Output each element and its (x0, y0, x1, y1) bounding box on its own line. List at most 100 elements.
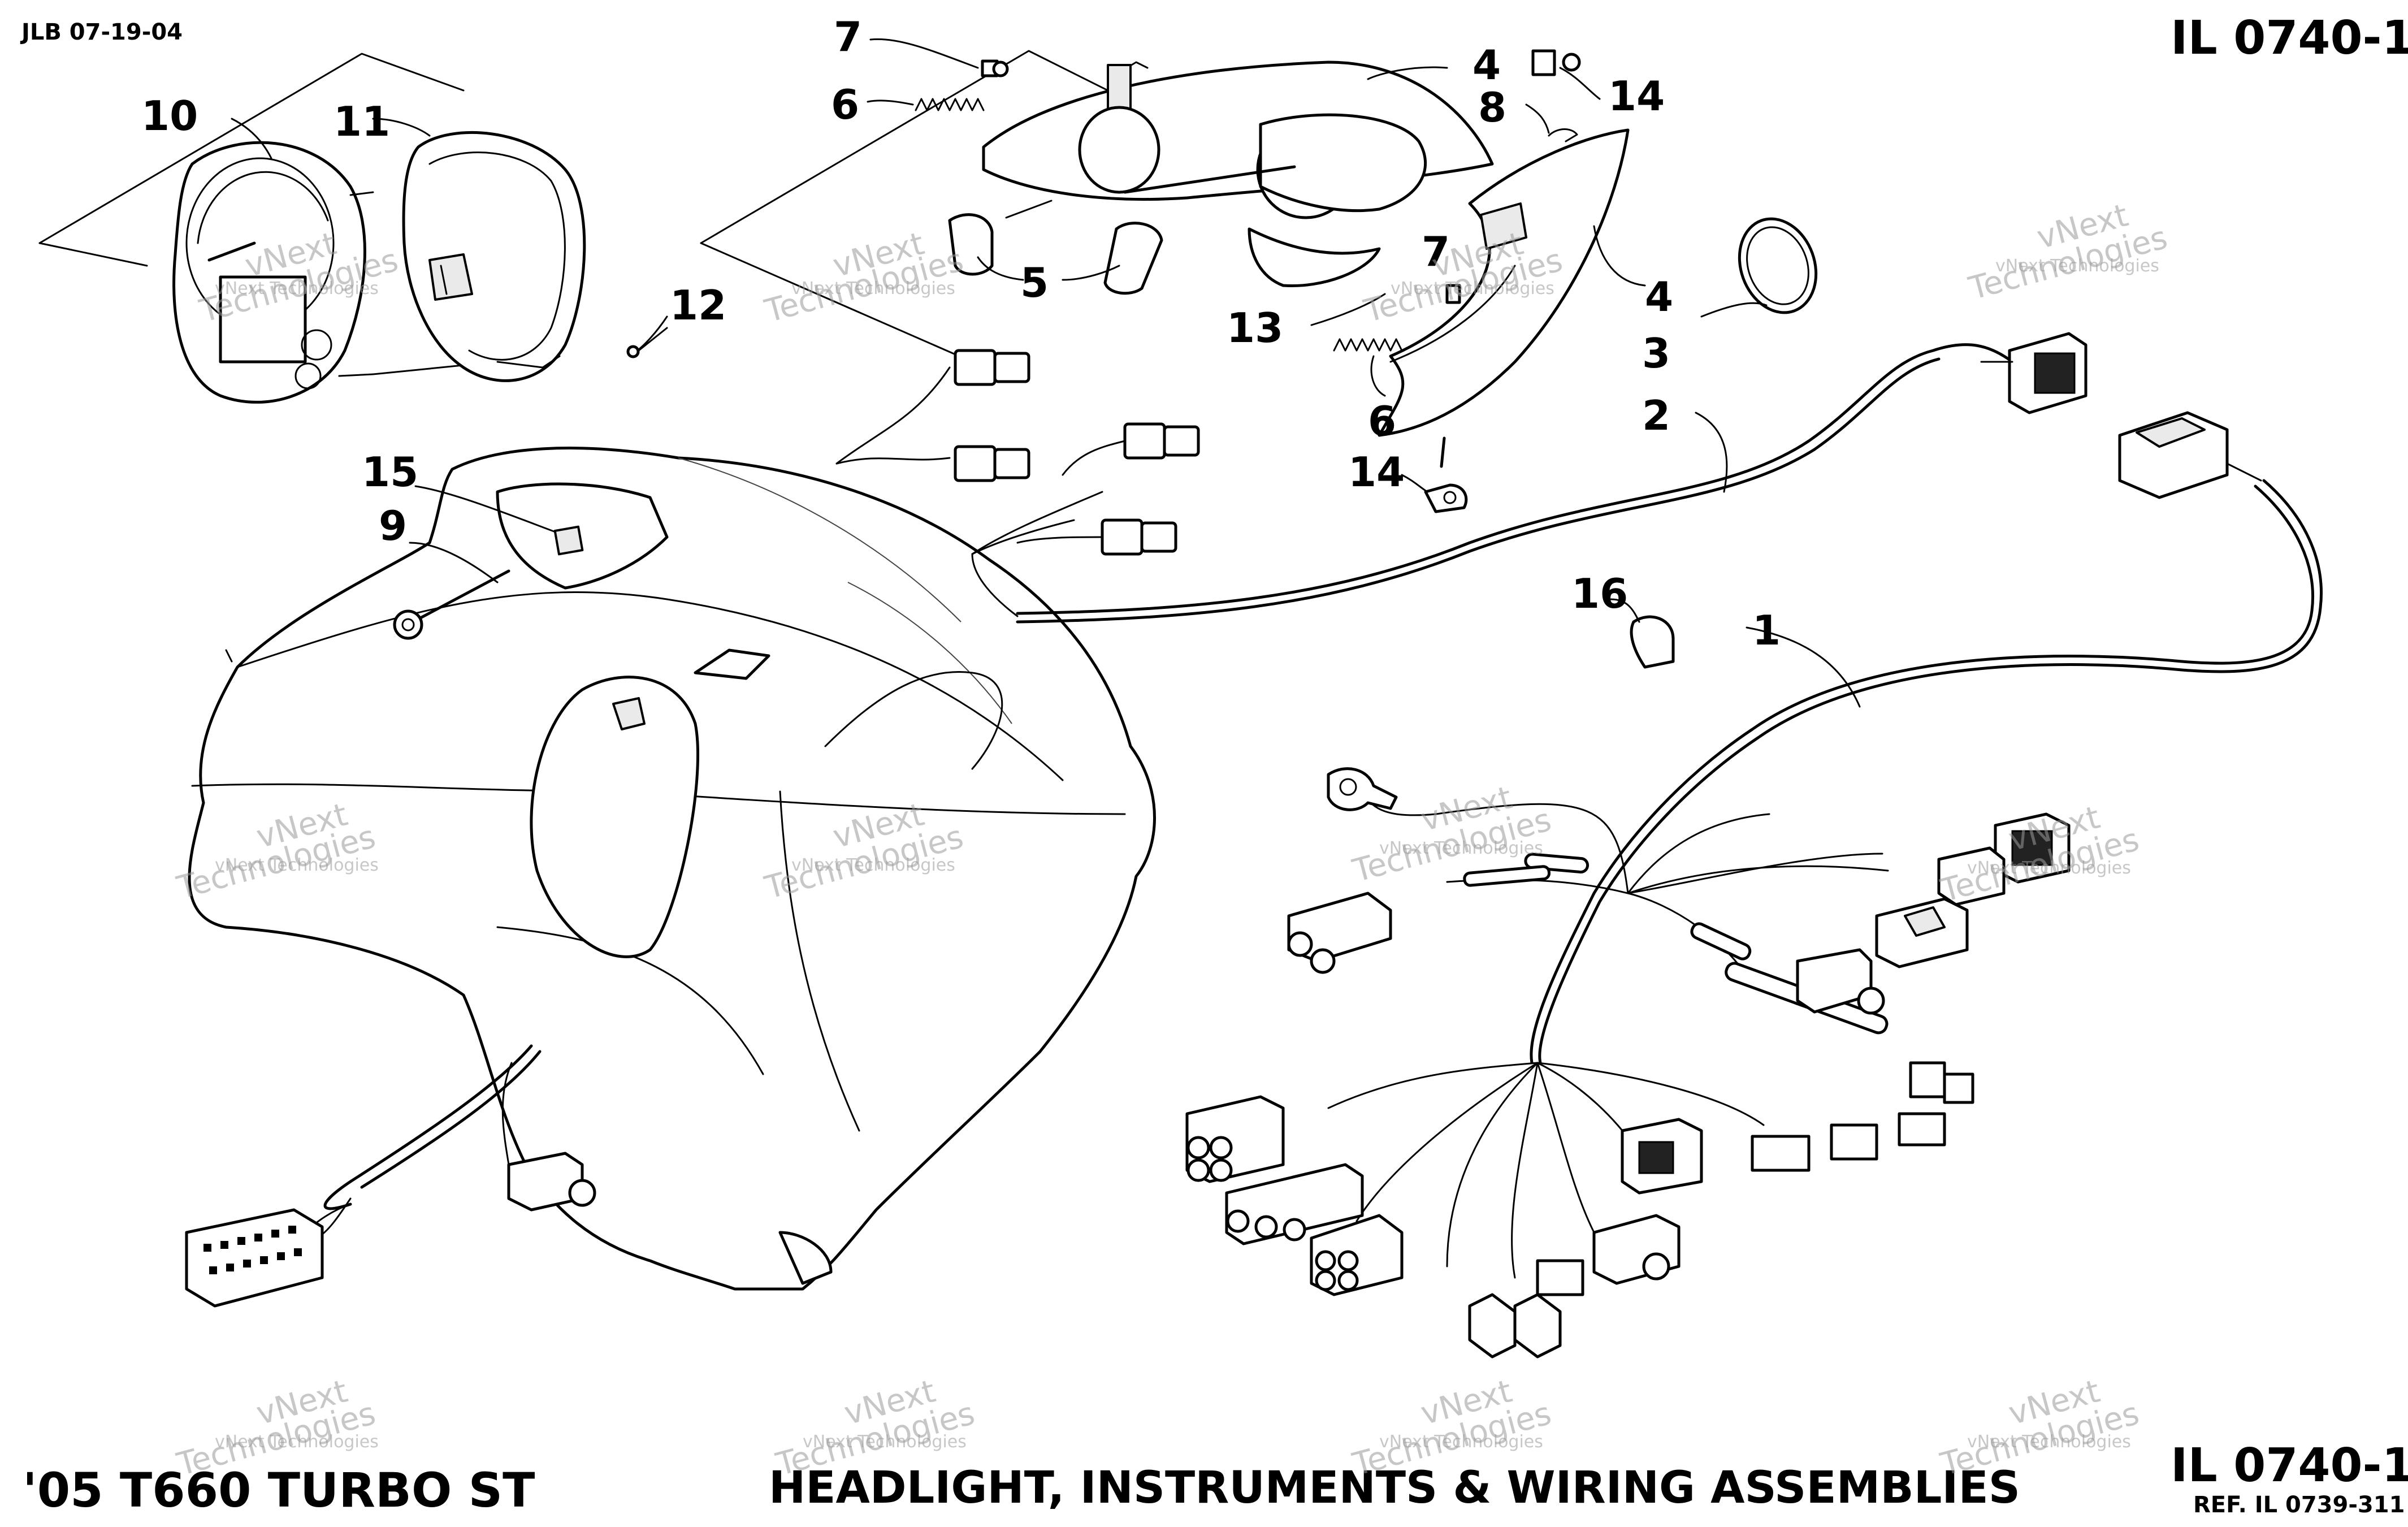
watermark-12: vNext Technologies vNext Technologies (1937, 1373, 2143, 1483)
svg-text:vNext Technologies: vNext Technologies (1967, 858, 2131, 878)
connector-mini-center (1751, 1123, 1878, 1172)
headlight-group (700, 49, 1818, 513)
leader-16 (1610, 598, 1640, 623)
watermark-4: vNext Technologies vNext Technologies (1965, 197, 2171, 307)
main-harness-1 (1185, 411, 2323, 1359)
callout-4-lower: 4 (1645, 273, 1673, 321)
leader-6a (867, 100, 914, 106)
leader-8 (1525, 103, 1550, 134)
clip-8 (1548, 128, 1578, 142)
instrument-cluster-group (38, 53, 668, 404)
svg-text:vNext Technologies: vNext Technologies (803, 1432, 967, 1452)
clip-15 (553, 525, 584, 556)
group-bracket-10 (38, 53, 465, 244)
reference-number: REF. IL 0739-311 (2193, 1492, 2405, 1518)
svg-text:vNext Technologies: vNext Technologies (215, 1432, 379, 1452)
callout-10: 10 (141, 92, 198, 140)
harness-2-end-connector (1980, 332, 2087, 414)
terminal-14-bottom (1424, 436, 1468, 513)
leader-4a (1367, 66, 1448, 80)
bulb-socket-5b (1103, 222, 1163, 295)
connector-bottom-left-multi (1185, 1095, 1285, 1183)
callout-12: 12 (670, 282, 726, 329)
callout-4-upper: 4 (1472, 41, 1501, 89)
harness-2-connectors (835, 349, 1200, 617)
harness-1-top-connector (2118, 411, 2262, 499)
group-bracket-headlight-tail (700, 242, 973, 363)
headlight-harness-2 (835, 332, 2087, 624)
callout-15: 15 (362, 448, 418, 496)
gauge-housing (402, 131, 586, 382)
hood-shell (188, 447, 1156, 1291)
diagram-title: HEADLIGHT, INSTRUMENTS & WIRING ASSEMBLI… (769, 1463, 2020, 1513)
pigtail-harness (185, 1044, 596, 1308)
connector-center-small (1536, 1259, 1584, 1296)
callout-14-upper: 14 (1608, 72, 1665, 120)
callout-7-lower: 7 (1422, 228, 1450, 275)
callout-numbers: 1 2 3 4 4 5 6 6 7 7 8 9 10 11 12 13 14 1… (141, 13, 1781, 654)
leader-5b (1062, 265, 1120, 281)
callout-11: 11 (334, 98, 390, 145)
callout-2: 2 (1642, 392, 1670, 439)
leader-2 (1695, 412, 1728, 493)
svg-text:vNext Technologies: vNext Technologies (215, 855, 379, 875)
callout-8: 8 (1478, 84, 1506, 131)
svg-text:vNext Technologies: vNext Technologies (1379, 1432, 1543, 1452)
group-bracket-10-tail (38, 242, 148, 267)
callout-9: 9 (379, 502, 407, 550)
callout-13: 13 (1227, 304, 1283, 352)
connector-bottom-row (1225, 1163, 1364, 1245)
watermark-3: vNext Technologies vNext Technologies (1360, 225, 1566, 330)
retaining-ring-3 (1738, 217, 1818, 314)
leader-6b (1370, 355, 1386, 397)
pigtail-connector-12pin (185, 1208, 324, 1308)
connector-center-block (1621, 1118, 1703, 1195)
callout-1: 1 (1752, 607, 1781, 654)
group-bracket-headlight (700, 50, 1126, 244)
reflector-13 (1248, 227, 1381, 288)
callout-5: 5 (1020, 259, 1049, 306)
leader-10 (231, 118, 272, 159)
svg-text:vNext Technologies: vNext Technologies (1995, 256, 2159, 276)
connector-plug-a (1937, 846, 2006, 906)
connector-switch (1875, 897, 1969, 968)
callout-7-upper: 7 (834, 13, 862, 60)
leader-9 (409, 542, 499, 583)
drawing-date: JLB 07-19-04 (20, 19, 183, 45)
spring-6-bottom (1333, 338, 1403, 352)
svg-text:vNext Technologies: vNext Technologies (215, 279, 379, 299)
ring-terminal (1327, 767, 1398, 811)
callout-3: 3 (1642, 330, 1670, 377)
gauge-assembly (172, 141, 499, 404)
svg-text:vNext Technologies: vNext Technologies (791, 279, 955, 299)
leader-lines (231, 38, 1861, 708)
connector-top-right (1994, 812, 2071, 884)
leader-1 (1746, 626, 1861, 708)
headlight-housing-lower (1378, 128, 1630, 437)
svg-text:vNext Technologies: vNext Technologies (1967, 1432, 2131, 1452)
leader-4b (1593, 225, 1646, 287)
leader-15 (414, 485, 555, 533)
callout-6-lower: 6 (1368, 397, 1396, 445)
leader-5a (977, 256, 1024, 281)
svg-text:vNext Technologies: vNext Technologies (791, 855, 955, 875)
leader-14a (1559, 67, 1601, 100)
pigtail-connector-2pin (507, 1152, 596, 1212)
leader-3 (1700, 302, 1768, 318)
screw-7-top (981, 59, 1009, 77)
leader-14b (1401, 474, 1428, 493)
leader-13 (1310, 293, 1386, 326)
callout-14-lower: 14 (1348, 448, 1405, 496)
callout-6-upper: 6 (831, 81, 859, 128)
svg-text:vNext Technologies: vNext Technologies (1391, 279, 1554, 299)
svg-text:vNext Technologies: vNext Technologies (1379, 838, 1543, 858)
connector-mini-pair (1898, 1061, 1974, 1147)
leader-12 (638, 315, 668, 351)
watermarks: vNext Technologies vNext Technologies vN… (173, 197, 2171, 1483)
connector-plug-b (1796, 948, 1885, 1015)
spring-6-top (915, 98, 985, 111)
terminal-14-top (1531, 49, 1581, 76)
leader-11 (372, 118, 431, 137)
headlight-housing-upper (982, 60, 1494, 219)
